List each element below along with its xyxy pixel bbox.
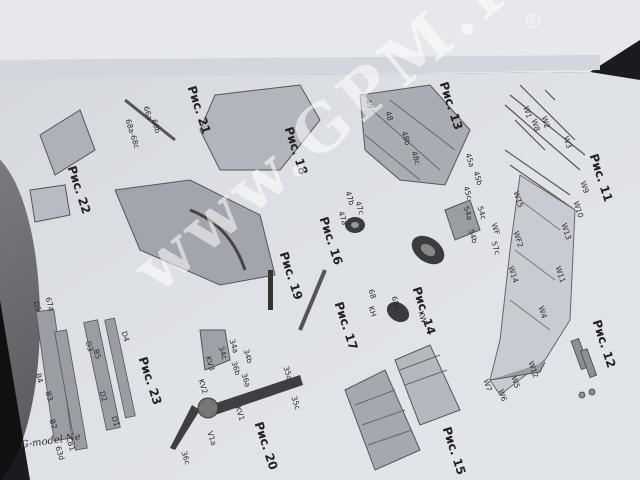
copyright-symbol: © [526, 14, 540, 28]
